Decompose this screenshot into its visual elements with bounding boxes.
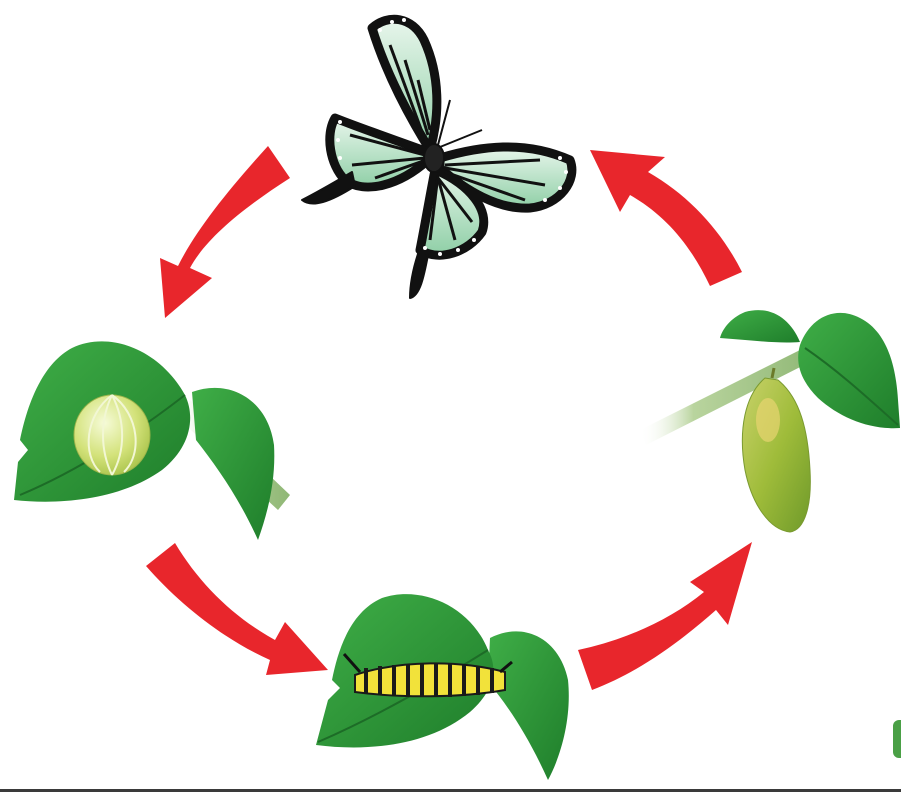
caterpillar-on-leaf-icon [316, 594, 569, 780]
arrow-pupa-to-adult [590, 150, 742, 286]
egg-ridges [87, 394, 137, 476]
butterfly-wing-dots [336, 18, 568, 256]
butterfly-left-tail [301, 171, 356, 205]
chrysalis [741, 377, 811, 533]
butterfly-right-tail [409, 247, 429, 299]
pupa-top-leaf [720, 310, 800, 343]
egg-back-leaf [192, 387, 275, 540]
butterfly-antenna-right [439, 129, 483, 148]
corner-tab [893, 720, 901, 758]
egg-on-leaf-icon [14, 341, 290, 540]
larva-leaf-vein [317, 649, 489, 743]
larva-back-leaf [488, 631, 569, 780]
arrow-larva-to-pupa [578, 542, 752, 690]
pupa-right-leaf [798, 312, 900, 429]
arrow-egg-to-larva [146, 543, 328, 675]
caterpillar [342, 653, 513, 698]
egg [73, 394, 151, 476]
bottom-border [0, 789, 901, 792]
cycle-arrows [146, 146, 752, 690]
chrysalis-on-leaf-icon [640, 310, 900, 533]
butterfly-body [423, 143, 445, 173]
butterfly-veins [349, 44, 546, 241]
caterpillar-antenna [342, 653, 362, 673]
butterfly-icon [301, 14, 577, 299]
arrow-adult-to-egg [160, 146, 290, 318]
butterfly-antenna-left [437, 99, 451, 146]
